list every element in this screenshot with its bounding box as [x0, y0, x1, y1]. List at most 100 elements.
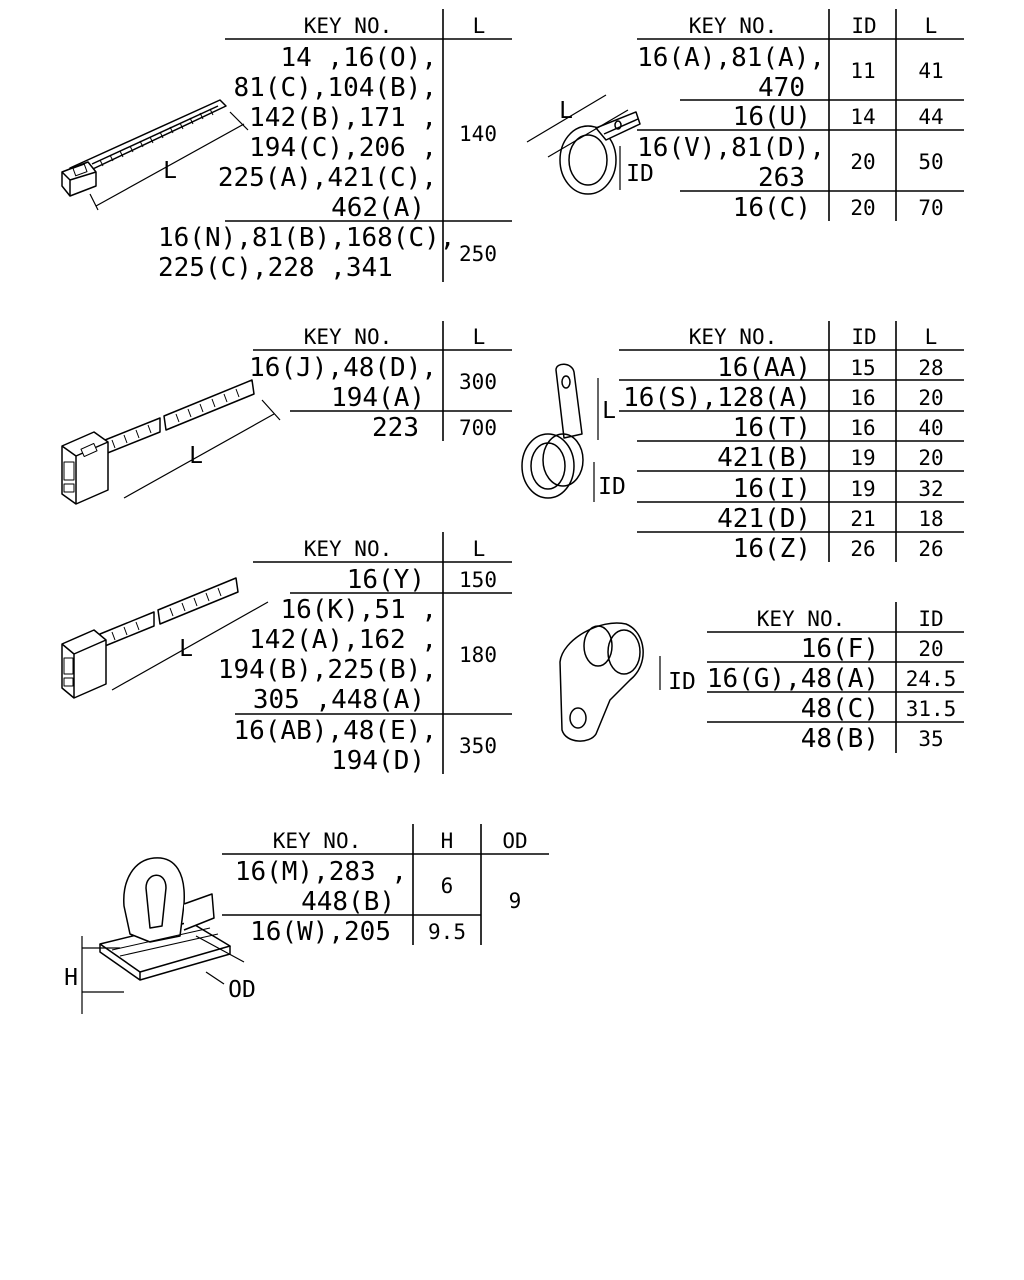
table-5-row-3-key-a: 16(AB),48(E), — [234, 716, 438, 746]
table-clip-h-od: KEY NO. H OD 16(M),283 , 448(B) 6 16(W),… — [222, 824, 549, 947]
table-2-row-1-id: 11 — [850, 59, 875, 83]
loop-clamp-l-label: L — [559, 98, 573, 124]
svg-text:16(N),81(B),168(C),: 16(N),81(B),168(C), — [158, 223, 455, 253]
table-7-row-1-key-b: 448(B) — [301, 887, 395, 917]
table-2-row-2-id: 14 — [850, 105, 875, 129]
table-5-row-1-key: 16(Y) — [347, 565, 425, 595]
table-6-rules — [707, 602, 964, 753]
svg-text:194(C),206 ,: 194(C),206 , — [249, 133, 437, 163]
table-2-row-4-l: 70 — [918, 196, 943, 220]
table-6-row-2-key: 16(G),48(A) — [707, 664, 879, 694]
table-6-row-3-id: 31.5 — [906, 697, 957, 721]
table-2-header-id: ID — [851, 14, 876, 38]
table-4-row-6-l: 18 — [918, 507, 943, 531]
svg-text:81(C),104(B),: 81(C),104(B), — [234, 73, 438, 103]
table-4-row-5-key: 16(I) — [733, 474, 811, 504]
table-6-row-2-id: 24.5 — [906, 667, 957, 691]
table-5-row-2-l: 180 — [459, 643, 497, 667]
svg-text:225(C),228 ,341: 225(C),228 ,341 — [158, 253, 393, 283]
table-2-row-3-l: 50 — [918, 150, 943, 174]
table-2-row-1-l: 41 — [918, 59, 943, 83]
svg-text:14 ,16(O),: 14 ,16(O), — [280, 43, 437, 73]
table-4-row-1-id: 15 — [850, 356, 875, 380]
svg-text:142(B),171 ,: 142(B),171 , — [249, 103, 437, 133]
svg-text:225(A),421(C),: 225(A),421(C), — [218, 163, 437, 193]
svg-text:194(B),225(B),: 194(B),225(B), — [218, 655, 437, 685]
table-3-row-1-key-b: 194(A) — [331, 383, 425, 413]
cable-tie-long-l-label: L — [189, 443, 203, 469]
saddle-clamp-id-label: ID — [668, 669, 696, 695]
table-6-row-4-key: 48(B) — [801, 724, 879, 754]
table-2-row-3-id: 20 — [850, 150, 875, 174]
loop-clamp-id-label: ID — [626, 161, 654, 187]
table-clamp-id-l: KEY NO. ID L 16(A),81(A), 470 11 41 16(U… — [637, 9, 964, 223]
table-7-header-key: KEY NO. — [273, 829, 362, 853]
table-7-shared-od: 9 — [509, 889, 522, 913]
table-1-header-key: KEY NO. — [304, 14, 393, 38]
table-3-row-2-key: 223 — [372, 413, 419, 443]
cable-tie-short-length-dimension — [89, 111, 249, 211]
table-4-row-5-id: 19 — [850, 477, 875, 501]
table-5-row-1-l: 150 — [459, 568, 497, 592]
table-7-row-1-h: 6 — [441, 874, 454, 898]
table-cable-tie-140-250: KEY NO. L 14 ,16(O), 81(C),104(B), 142(B… — [158, 9, 512, 283]
table-3-header-key: KEY NO. — [304, 325, 393, 349]
table-4-row-7-l: 26 — [918, 537, 943, 561]
table-2-header-key: KEY NO. — [689, 14, 778, 38]
loop-clamp-dimensions — [526, 94, 629, 190]
cable-tie-long-length-dimension — [123, 399, 281, 499]
table-2-header-l: L — [925, 14, 938, 38]
cable-tie-short-illustration — [61, 99, 227, 197]
table-2-row-2-key: 16(U) — [733, 102, 811, 132]
table-4-rules — [619, 321, 964, 562]
table-7-row-2-key: 16(W),205 — [250, 917, 391, 947]
push-mount-clip-od-label: OD — [228, 977, 256, 1003]
table-7-row-1-key-a: 16(M),283 , — [235, 857, 407, 887]
table-4-row-4-key: 421(B) — [717, 443, 811, 473]
cable-tie-medium-l-label: L — [179, 636, 193, 662]
table-4-row-6-id: 21 — [850, 507, 875, 531]
table-2-row-3-key-a: 16(V),81(D), — [637, 133, 825, 163]
table-5-row-3-key-b: 194(D) — [331, 746, 425, 776]
table-6-row-3-key: 48(C) — [801, 694, 879, 724]
table-3-row-2-l: 700 — [459, 416, 497, 440]
table-4-header-key: KEY NO. — [689, 325, 778, 349]
table-7-header-h: H — [441, 829, 454, 853]
svg-text:462(A): 462(A) — [331, 193, 425, 223]
table-1-rules — [225, 9, 512, 282]
table-1-row-2-l: 250 — [459, 242, 497, 266]
svg-text:142(A),162 ,: 142(A),162 , — [249, 625, 437, 655]
p-clamp-dimensions — [593, 378, 599, 502]
table-7-row-2-h: 9.5 — [428, 920, 466, 944]
table-1-header-l: L — [473, 14, 486, 38]
table-6-header-key: KEY NO. — [757, 607, 846, 631]
table-4-row-7-id: 26 — [850, 537, 875, 561]
table-cable-tie-300-700: KEY NO. L 16(J),48(D), 194(A) 300 223 70… — [249, 321, 512, 443]
saddle-clamp-illustration — [559, 622, 644, 742]
table-3-row-1-key-a: 16(J),48(D), — [249, 353, 437, 383]
table-4-row-1-l: 28 — [918, 356, 943, 380]
p-clamp-illustration — [521, 363, 584, 499]
table-5-row-3-l: 350 — [459, 734, 497, 758]
table-4-row-3-l: 40 — [918, 416, 943, 440]
push-mount-clip-illustration — [99, 857, 231, 981]
table-4-row-7-key: 16(Z) — [733, 534, 811, 564]
table-4-row-1-key: 16(AA) — [717, 353, 811, 383]
table-4-row-2-l: 20 — [918, 386, 943, 410]
loop-clamp-illustration — [559, 111, 641, 195]
table-4-row-2-key: 16(S),128(A) — [623, 383, 811, 413]
table-5-rules — [235, 532, 512, 774]
table-3-header-l: L — [473, 325, 486, 349]
table-2-row-3-key-b: 263 — [758, 163, 805, 193]
table-6-row-1-key: 16(F) — [801, 634, 879, 664]
table-2-row-1-key-a: 16(A),81(A), — [637, 43, 825, 73]
p-clamp-l-label: L — [602, 398, 616, 424]
cable-tie-long-illustration — [61, 379, 255, 505]
table-4-row-5-l: 32 — [918, 477, 943, 501]
table-1-row-1-l: 140 — [459, 122, 497, 146]
cable-tie-medium-illustration — [61, 577, 239, 699]
table-5-header-l: L — [473, 537, 486, 561]
svg-text:16(K),51 ,: 16(K),51 , — [280, 595, 437, 625]
table-1-row-2-key: 16(N),81(B),168(C), 225(C),228 ,341 — [158, 223, 455, 283]
